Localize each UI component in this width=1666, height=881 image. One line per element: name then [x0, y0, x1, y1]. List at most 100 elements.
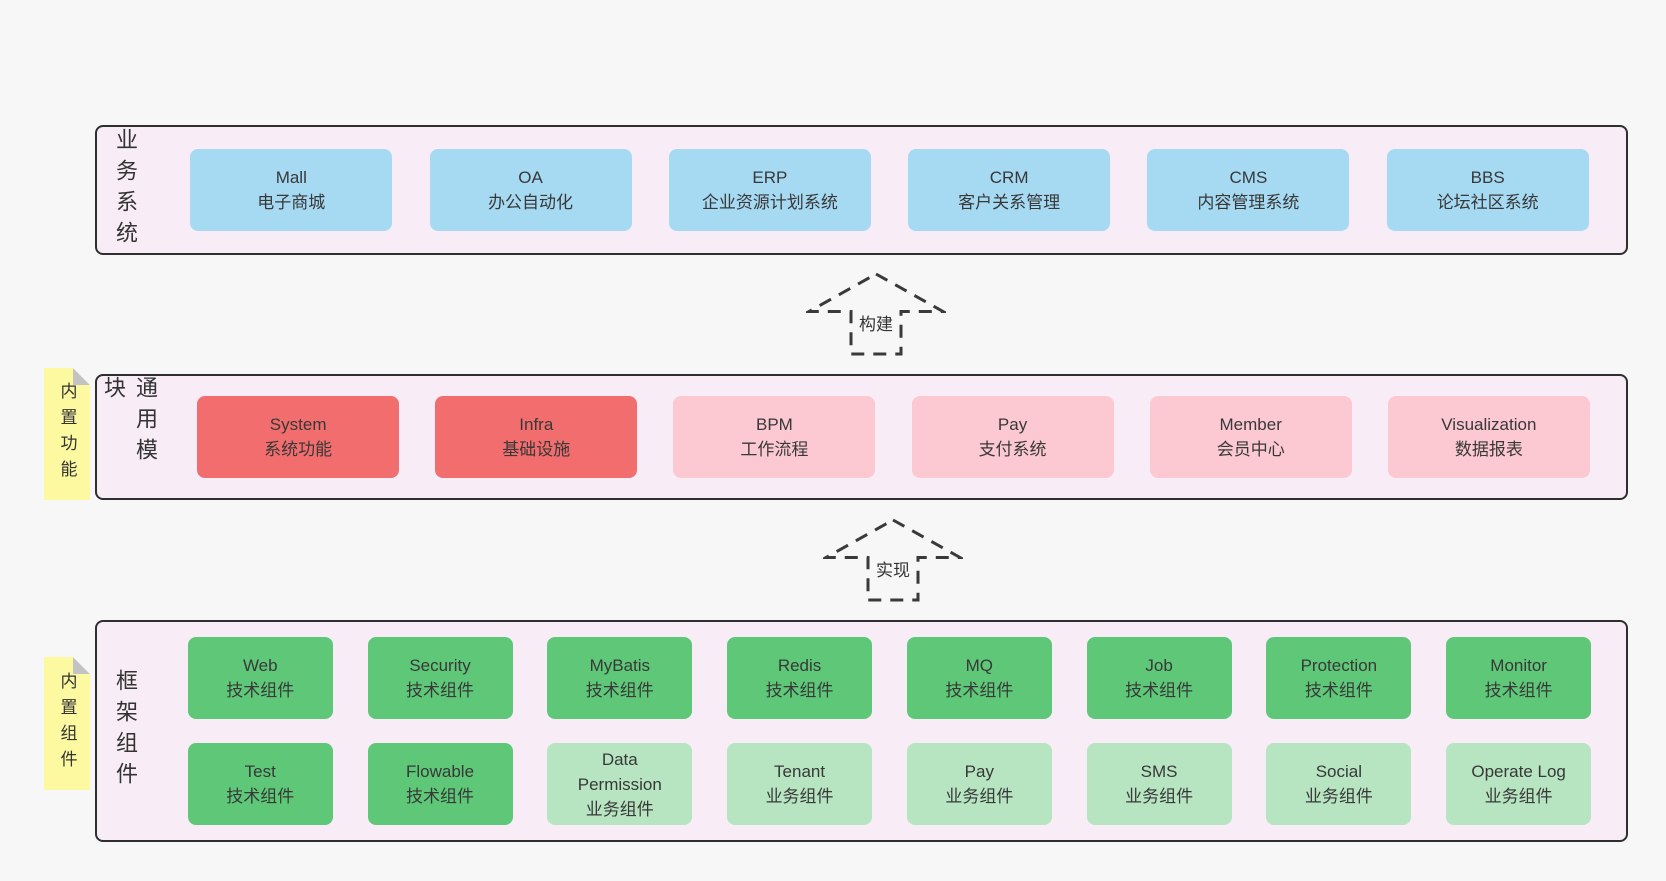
module-description: 企业资源计划系统 [701, 193, 838, 212]
module-description: 基础设施 [502, 440, 571, 459]
module-box-bpm: BPM 工作流程 [673, 396, 876, 478]
up-arrow-icon [806, 272, 946, 356]
module-description: 业务组件 [585, 799, 654, 819]
module-box-erp: ERP 企业资源计划系统 [668, 149, 871, 231]
framework-components-row-2: Test 技术组件 Flowable 技术组件 Data Permission 业务组件 T… [153, 743, 1626, 825]
module-description: 技术组件 [1125, 681, 1194, 700]
note-fold-icon [73, 368, 90, 385]
module-name: System [269, 415, 327, 434]
note-builtin-components: 内置组件 [44, 657, 90, 790]
module-description: 办公自动化 [488, 193, 574, 212]
module-box-system: System 系统功能 [197, 396, 400, 478]
module-box-test: Test 技术组件 [187, 743, 333, 825]
module-description: 技术组件 [945, 681, 1014, 700]
module-name: OA [518, 168, 543, 187]
module-description: 会员中心 [1216, 440, 1285, 459]
module-description: 业务组件 [765, 787, 834, 806]
module-name: Operate Log [1471, 762, 1566, 781]
module-name: BPM [756, 415, 793, 434]
module-name: Social [1315, 762, 1363, 781]
note-builtin-components-label: 内置组件 [57, 671, 77, 776]
module-name: ERP [752, 168, 788, 187]
band-common-modules: 通用模块 System 系统功能 Infra 基础设施 BPM 工作流程 Pay 支付系统 Me… [95, 374, 1628, 500]
module-name: Pay [997, 415, 1028, 434]
module-description: 系统功能 [264, 440, 333, 459]
module-description: 业务组件 [1125, 787, 1194, 806]
module-box-mybatis: MyBatis 技术组件 [547, 637, 693, 719]
module-box-bbs: BBS 论坛社区系统 [1386, 149, 1589, 231]
module-description: 客户关系管理 [958, 193, 1061, 212]
module-name: Visualization [1441, 415, 1537, 434]
build-arrow-label: 构建 [856, 310, 896, 335]
module-name: MyBatis [589, 656, 651, 675]
module-name: Monitor [1490, 656, 1547, 675]
band-label-framework-components: 框架组件 [113, 669, 138, 793]
module-description: 数据报表 [1454, 440, 1523, 459]
module-description: 技术组件 [1484, 681, 1553, 700]
module-name: Pay [964, 762, 994, 781]
module-box-infra: Infra 基础设施 [435, 396, 638, 478]
module-description: 工作流程 [740, 440, 809, 459]
module-box-security: Security 技术组件 [367, 637, 513, 719]
module-box-flowable: Flowable 技术组件 [367, 743, 513, 825]
module-name: Test [244, 762, 276, 781]
module-box-pay: Pay 业务组件 [906, 743, 1052, 825]
module-description: 技术组件 [1304, 681, 1373, 700]
module-description: 技术组件 [406, 681, 475, 700]
implement-arrow: 实现 [823, 518, 963, 602]
module-name: CRM [989, 168, 1029, 187]
module-box-member: Member 会员中心 [1149, 396, 1352, 478]
module-name: Web [242, 656, 278, 675]
module-box-cms: CMS 内容管理系统 [1147, 149, 1350, 231]
module-description: 技术组件 [585, 681, 654, 700]
module-box-mq: MQ 技术组件 [906, 637, 1052, 719]
business-systems-boxes: Mall 电子商城 OA 办公自动化 ERP 企业资源计划系统 CRM 客户关系管理 CMS 内容… [153, 149, 1626, 231]
module-description: 技术组件 [406, 787, 475, 806]
module-name: Infra [519, 415, 554, 434]
note-builtin-features-label: 内置功能 [57, 382, 77, 486]
module-box-mall: Mall 电子商城 [190, 149, 393, 231]
build-arrow: 构建 [806, 272, 946, 356]
module-box-data-permission: Data Permission 业务组件 [547, 743, 693, 825]
module-name: Security [409, 656, 471, 675]
module-name: Protection [1300, 656, 1378, 675]
module-name: Member [1219, 415, 1282, 434]
module-description: 内容管理系统 [1197, 193, 1300, 212]
module-name: Job [1145, 656, 1173, 675]
module-name: CMS [1229, 168, 1268, 187]
module-name: MQ [965, 656, 994, 675]
module-box-oa: OA 办公自动化 [429, 149, 632, 231]
up-arrow-icon [823, 518, 963, 602]
module-box-protection: Protection 技术组件 [1266, 637, 1412, 719]
module-box-operate-log: Operate Log 业务组件 [1446, 743, 1592, 825]
module-box-visualization: Visualization 数据报表 [1387, 396, 1590, 478]
module-description: 电子商城 [257, 193, 326, 212]
module-description: 技术组件 [226, 787, 295, 806]
band-business-systems: 业务系统 Mall 电子商城 OA 办公自动化 ERP 企业资源计划系统 CRM 客户关系管理… [95, 125, 1628, 255]
note-builtin-features: 内置功能 [44, 368, 90, 500]
module-name: Data Permission [577, 749, 662, 794]
module-name: SMS [1140, 762, 1178, 781]
band-label-business-systems: 业务系统 [113, 128, 138, 252]
module-box-job: Job 技术组件 [1086, 637, 1232, 719]
module-description: 论坛社区系统 [1436, 193, 1539, 212]
module-description: 业务组件 [1484, 787, 1553, 806]
note-fold-icon [73, 657, 90, 674]
module-description: 业务组件 [945, 787, 1014, 806]
module-name: BBS [1470, 168, 1505, 187]
module-name: Mall [275, 168, 307, 187]
band-label-common-modules: 通用模块 [101, 376, 158, 469]
module-description: 支付系统 [978, 440, 1047, 459]
module-box-crm: CRM 客户关系管理 [908, 149, 1111, 231]
module-box-monitor: Monitor 技术组件 [1446, 637, 1592, 719]
module-box-sms: SMS 业务组件 [1086, 743, 1232, 825]
module-name: Flowable [406, 762, 475, 781]
module-name: Tenant [774, 762, 826, 781]
common-modules-boxes: System 系统功能 Infra 基础设施 BPM 工作流程 Pay 支付系统 Member 会… [161, 396, 1626, 478]
